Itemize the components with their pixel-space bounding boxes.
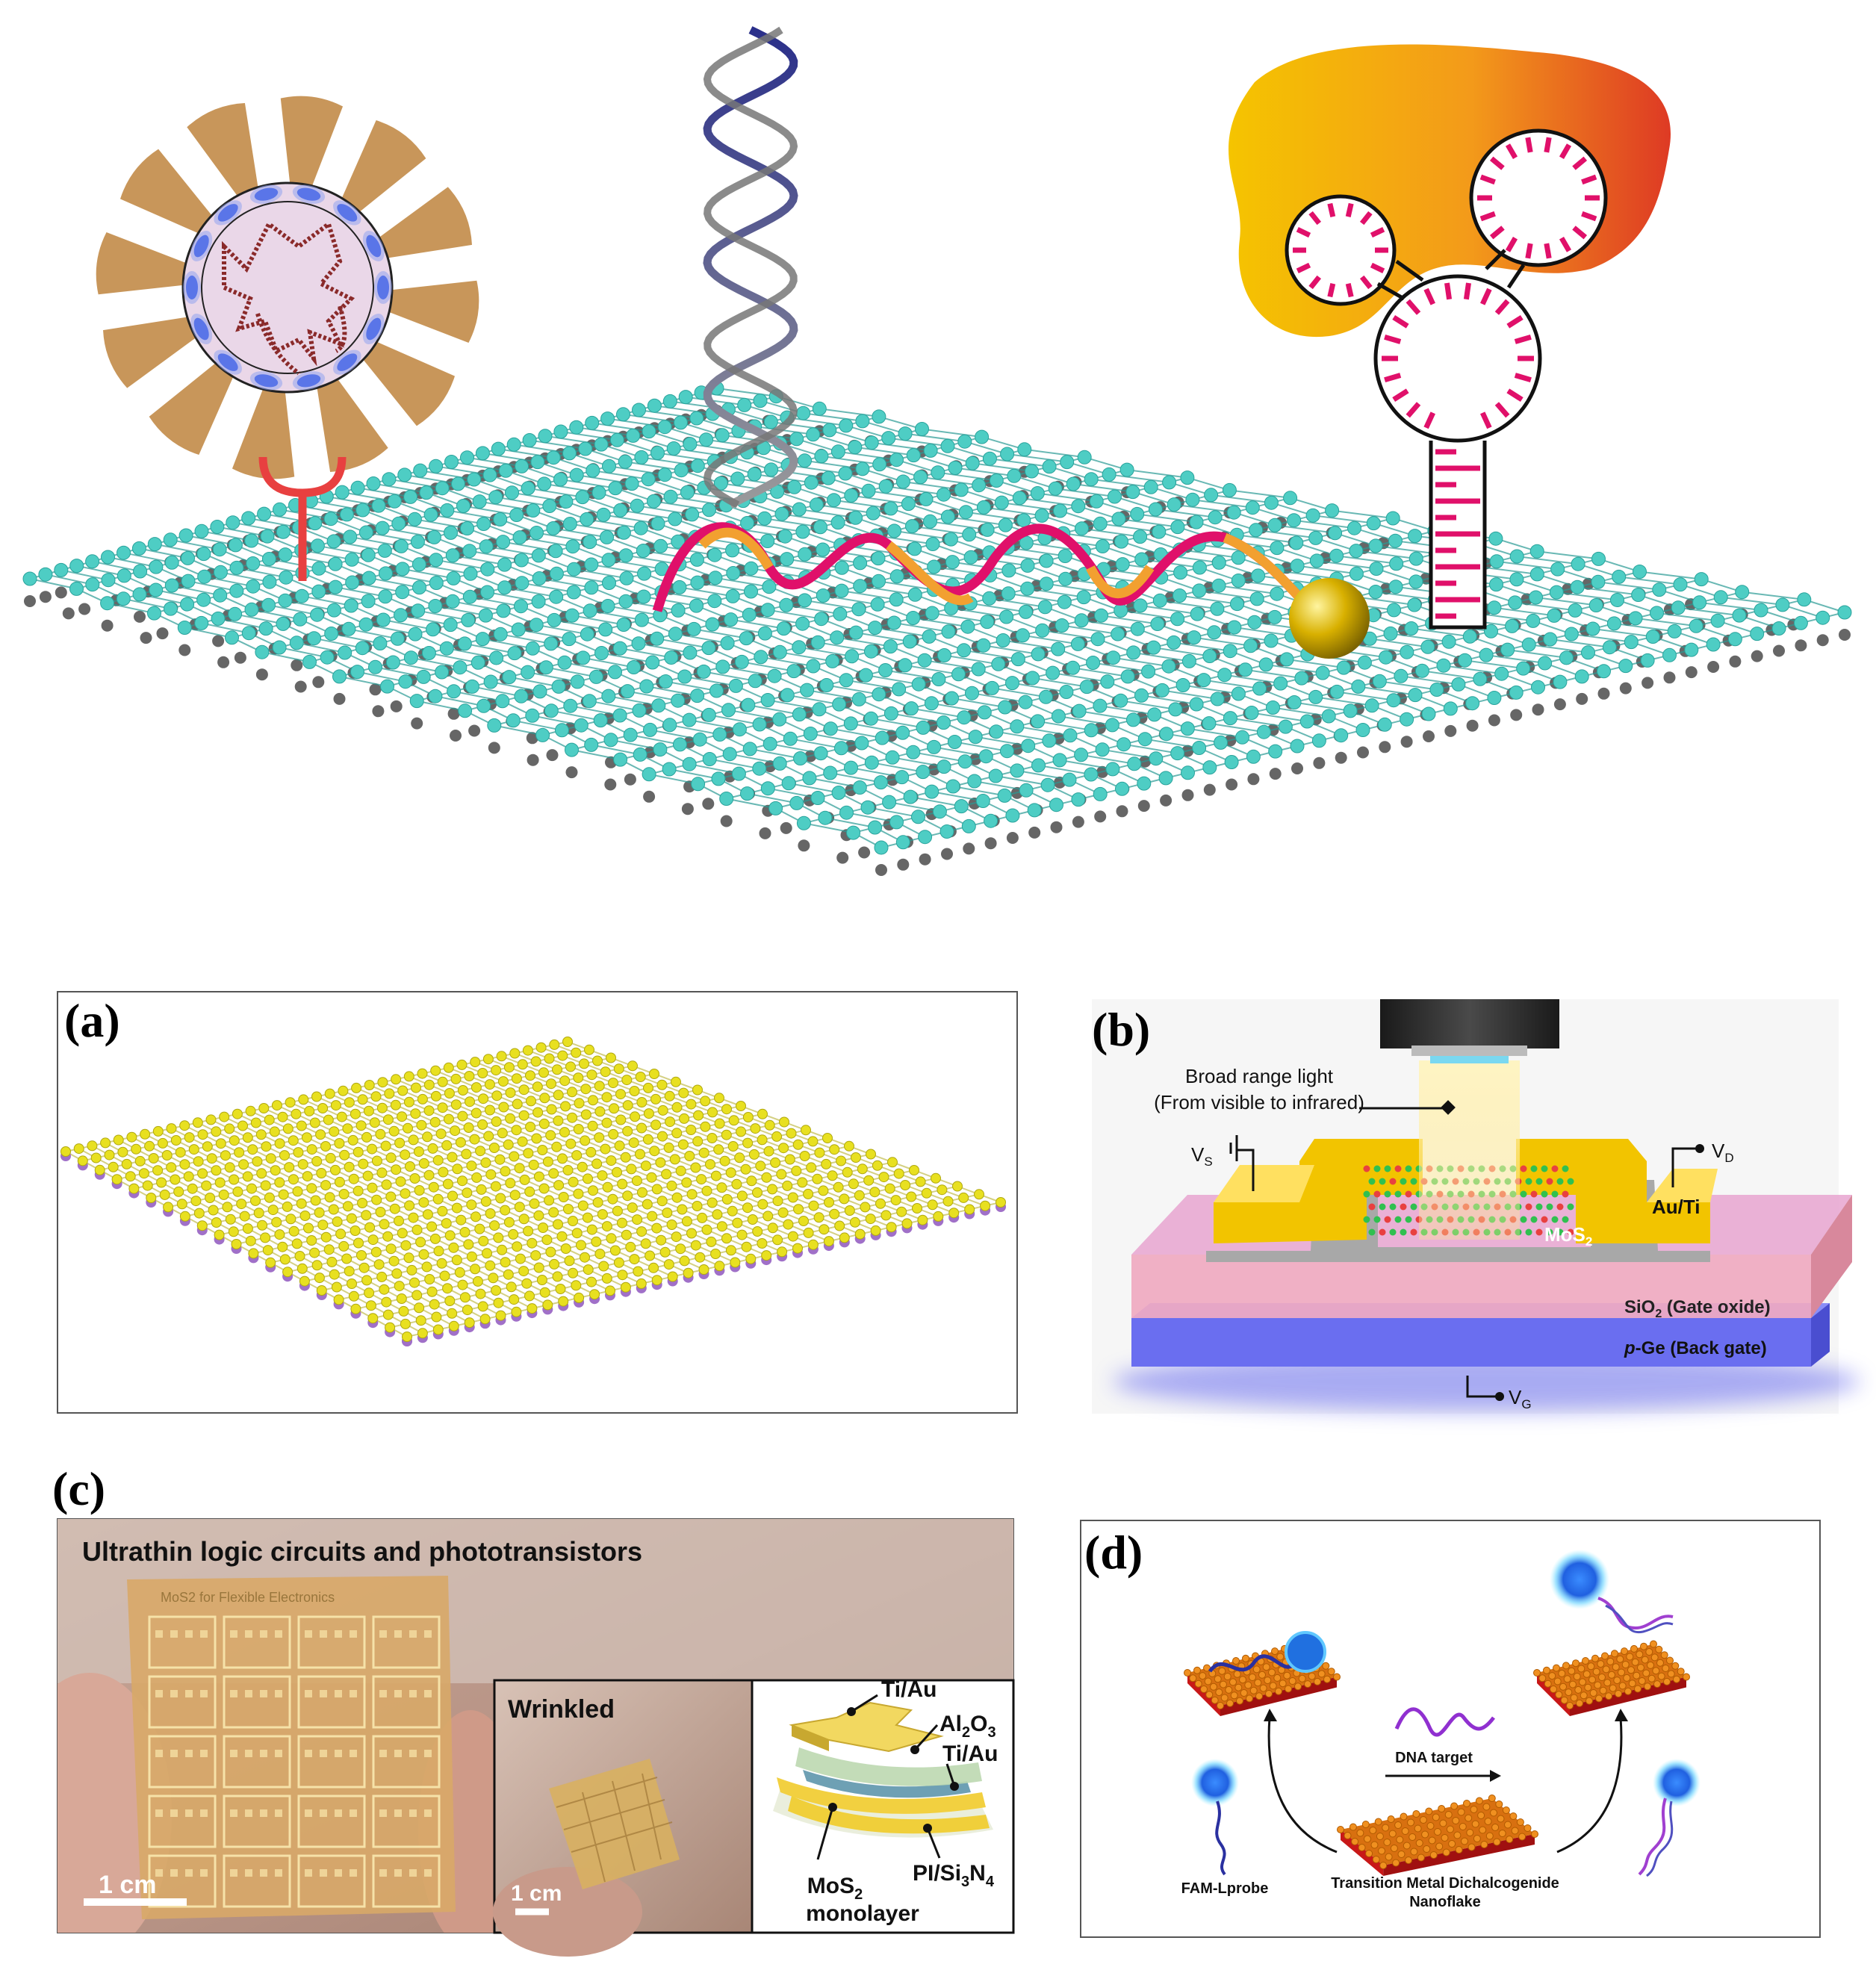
dna-target-strand (1394, 1707, 1495, 1737)
drain-contact (1516, 1139, 1710, 1243)
light-label-line2: (From visible to infrared) (1154, 1091, 1364, 1113)
chip-text: MoS2 for Flexible Electronics (161, 1590, 335, 1605)
layer-mos2: MoS2 (807, 1874, 863, 1903)
layer-al2o3: Al2O3 (939, 1712, 996, 1741)
arrow-right (1556, 1717, 1623, 1854)
fluorophore-quenched (1285, 1631, 1326, 1673)
tmd-label-line2: Nanoflake (1409, 1894, 1481, 1910)
panel-d-frame (1080, 1520, 1821, 1938)
fluorophore-released-top (1550, 1550, 1609, 1609)
panel-c-title: Ultrathin logic circuits and phototransi… (82, 1536, 642, 1567)
viral-rna (222, 220, 355, 367)
layer-pi-si3n4: PI/Si3N4 (913, 1861, 995, 1890)
light-label-line1: Broad range light (1185, 1065, 1334, 1087)
source-contact (1214, 1139, 1423, 1243)
mos2-monolayer-lattice (60, 1037, 1006, 1346)
channel-label: MoS2 (1544, 1223, 1592, 1249)
arrow-left (1267, 1717, 1338, 1854)
dna-double-helix (703, 26, 798, 509)
panel-c-label: (c) (52, 1462, 105, 1515)
flexible-circuit-film (127, 1576, 456, 1919)
panel-a-label: (a) (64, 994, 120, 1047)
wrinkled-film (549, 1759, 680, 1889)
layer-monolayer: monolayer (806, 1901, 919, 1926)
layer-ti-au-top: Ti/Au (881, 1677, 937, 1702)
ssdna-probe-ribbon (652, 522, 1311, 612)
contact-label: Au/Ti (1652, 1196, 1700, 1218)
layer-ti-au-mid: Ti/Au (942, 1741, 998, 1766)
panel-b-label: (b) (1092, 1003, 1150, 1056)
scale-bar-1cm-inset: 1 cm (511, 1881, 562, 1906)
gate-oxide-layer (1131, 1255, 1811, 1318)
aptamer-bases (1293, 137, 1600, 619)
wrinkled-label: Wrinkled (508, 1695, 615, 1724)
fluorophore-fam-probe (1191, 1759, 1239, 1806)
vs-label: VS (1191, 1143, 1213, 1169)
tmd-label-line1: Transition Metal Dichalcogenide (1331, 1875, 1559, 1892)
oxide-label: SiO2 (Gate oxide) (1624, 1297, 1771, 1320)
light-beam (1419, 1060, 1520, 1240)
gate-label: p-Ge (Back gate) (1624, 1338, 1767, 1358)
panel-d-label: (d) (1084, 1526, 1143, 1579)
scale-bar-1cm: 1 cm (99, 1871, 157, 1899)
panel-c: (c) MoS2 for Flexible Electronics Ultrat… (52, 1462, 1015, 1957)
vd-label: VD (1712, 1140, 1734, 1165)
gold-nanoparticle (1289, 578, 1370, 659)
panel-b: Broad range light (From visible to infra… (1092, 999, 1860, 1414)
panel-d: (d) DNA target FAM-Lprobe Transition Met… (1080, 1520, 1821, 1938)
virus-spikes (96, 96, 479, 479)
dna-target-label: DNA target (1395, 1750, 1473, 1766)
probe-on-flake (1208, 1654, 1298, 1673)
vg-label: VG (1509, 1386, 1532, 1411)
dna-aptamer-hairpin (1285, 128, 1608, 630)
virus-envelope-proteins (183, 184, 392, 391)
light-source-objective (1380, 999, 1559, 1048)
fluorophore-hybridized (1653, 1759, 1700, 1806)
back-gate-substrate (1131, 1318, 1811, 1367)
antibody-receptor (258, 456, 347, 581)
graphene-lattice-sheet (22, 381, 1852, 876)
fam-lprobe-label: FAM-Lprobe (1181, 1880, 1269, 1897)
virus-particle (96, 96, 479, 479)
circuit-grid (148, 1615, 441, 1908)
